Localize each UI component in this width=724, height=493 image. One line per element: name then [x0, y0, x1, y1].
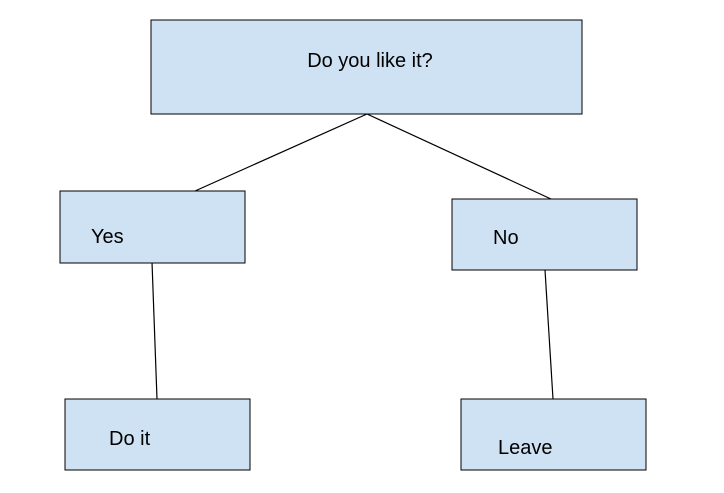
node-yes-label: Yes	[91, 226, 124, 248]
node-do-it-box	[64, 398, 251, 471]
node-do-it[interactable]: Do it	[64, 398, 251, 471]
node-leave[interactable]: Leave	[460, 398, 647, 471]
node-no[interactable]: No	[451, 198, 638, 271]
node-no-box	[451, 198, 638, 271]
node-leave-label: Leave	[498, 437, 553, 459]
node-yes-box	[59, 190, 246, 264]
edge-root-to-yes	[194, 113, 368, 192]
node-no-label: No	[493, 227, 519, 249]
node-do-it-label: Do it	[109, 428, 151, 450]
node-root-label: Do you like it?	[307, 50, 433, 72]
node-leave-box	[460, 398, 647, 471]
node-root-box	[150, 19, 583, 115]
edge-root-to-no	[366, 113, 552, 200]
node-root[interactable]: Do you like it?	[150, 19, 583, 115]
edge-yes-to-do-it	[151, 261, 158, 400]
node-yes[interactable]: Yes	[59, 190, 246, 264]
edge-no-to-leave	[544, 269, 554, 400]
